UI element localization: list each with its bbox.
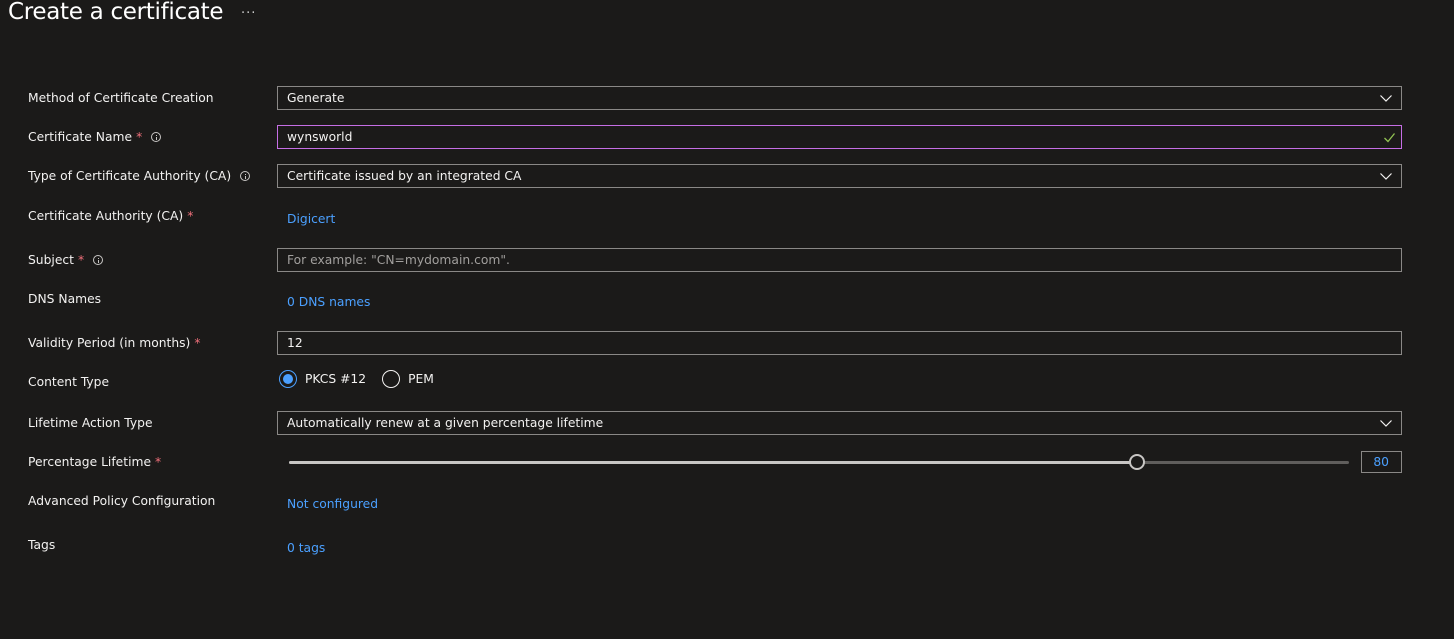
checkmark-icon — [1384, 133, 1396, 143]
name-label-text: Certificate Name — [28, 130, 133, 144]
method-dropdown[interactable]: Generate — [277, 86, 1402, 110]
validity-label-text: Validity Period (in months) — [28, 336, 191, 350]
subject-label-text: Subject — [28, 253, 74, 267]
ca-type-dropdown[interactable]: Certificate issued by an integrated CA — [277, 164, 1402, 188]
percentage-value-input[interactable]: 80 — [1361, 451, 1402, 473]
radio-pkcs12[interactable] — [279, 370, 297, 388]
tags-label: Tags — [28, 538, 55, 552]
validity-input[interactable]: 12 — [277, 331, 1402, 355]
dns-label: DNS Names — [28, 292, 101, 306]
subject-input[interactable]: For example: "CN=mydomain.com". — [277, 248, 1402, 272]
advanced-policy-link[interactable]: Not configured — [287, 497, 379, 511]
dns-names-link[interactable]: 0 DNS names — [287, 295, 371, 309]
certificate-name-input[interactable]: wynsworld — [277, 125, 1402, 149]
tags-link[interactable]: 0 tags — [287, 541, 326, 555]
percentage-slider-track[interactable] — [289, 454, 1349, 470]
method-label: Method of Certificate Creation — [28, 91, 214, 105]
chevron-down-icon — [1380, 95, 1392, 102]
radio-pem[interactable] — [382, 370, 401, 388]
certificate-name-value: wynsworld — [287, 130, 353, 144]
ca-type-label: Type of Certificate Authority (CA) — [28, 169, 251, 183]
required-indicator: * — [194, 336, 201, 350]
advanced-label: Advanced Policy Configuration — [28, 494, 215, 508]
more-options-button[interactable]: ··· — [241, 6, 257, 21]
ca-link[interactable]: Digicert — [287, 212, 336, 226]
ca-label: Certificate Authority (CA) * — [28, 209, 193, 223]
required-indicator: * — [136, 130, 143, 144]
validity-label: Validity Period (in months) * — [28, 336, 201, 350]
info-icon[interactable] — [240, 171, 251, 181]
radio-pkcs12-label[interactable]: PKCS #12 — [305, 372, 367, 386]
radio-pem-label[interactable]: PEM — [408, 372, 434, 386]
lifetime-action-value: Automatically renew at a given percentag… — [287, 416, 604, 430]
info-icon[interactable] — [151, 132, 162, 142]
ca-label-text: Certificate Authority (CA) — [28, 209, 184, 223]
page-title: Create a certificate — [8, 0, 224, 25]
name-label: Certificate Name * — [28, 130, 162, 144]
advanced-label-text: Advanced Policy Configuration — [28, 494, 216, 508]
lifetime-action-label: Lifetime Action Type — [28, 416, 153, 430]
chevron-down-icon — [1380, 420, 1392, 427]
lifetime-action-dropdown[interactable]: Automatically renew at a given percentag… — [277, 411, 1402, 435]
content-type-label: Content Type — [28, 375, 109, 389]
subject-label: Subject * — [28, 253, 104, 267]
validity-value: 12 — [287, 336, 303, 350]
percentage-label: Percentage Lifetime * — [28, 455, 161, 469]
tags-label-text: Tags — [28, 538, 56, 552]
method-value: Generate — [287, 91, 345, 105]
dns-label-text: DNS Names — [28, 292, 102, 306]
chevron-down-icon — [1380, 173, 1392, 180]
lifetime-action-label-text: Lifetime Action Type — [28, 416, 153, 430]
required-indicator: * — [77, 253, 85, 267]
percentage-slider-thumb[interactable] — [1129, 454, 1145, 470]
content-type-label-text: Content Type — [28, 375, 110, 389]
required-indicator: * — [187, 209, 194, 223]
ca-type-value: Certificate issued by an integrated CA — [287, 169, 522, 183]
info-icon[interactable] — [93, 255, 104, 265]
ca-type-label-text: Type of Certificate Authority (CA) — [28, 169, 232, 183]
required-indicator: * — [155, 455, 162, 469]
content-type-radio-group: PKCS #12 PEM — [279, 370, 450, 388]
percentage-slider-fill — [289, 461, 1137, 464]
method-label-text: Method of Certificate Creation — [28, 91, 214, 105]
subject-placeholder: For example: "CN=mydomain.com". — [287, 253, 510, 267]
percentage-label-text: Percentage Lifetime — [28, 455, 152, 469]
